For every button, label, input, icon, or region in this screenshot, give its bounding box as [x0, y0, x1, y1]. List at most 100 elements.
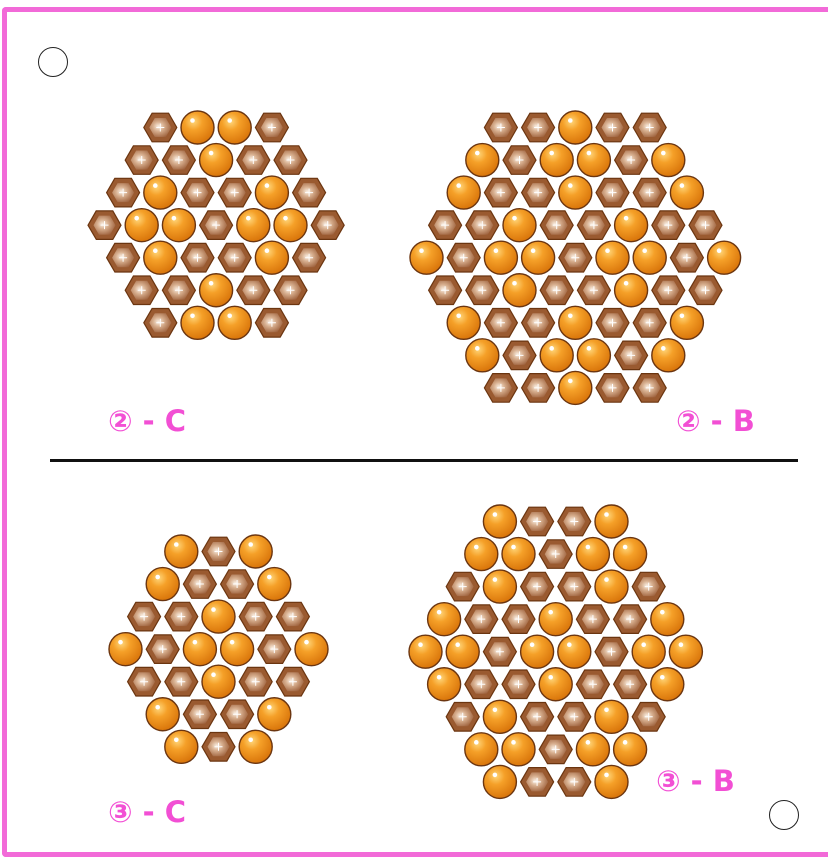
brown-hex-bead — [558, 507, 591, 536]
orange-round-bead — [652, 144, 685, 177]
brown-hex-bead — [539, 540, 572, 569]
orange-round-bead — [539, 668, 572, 701]
brown-hex-bead — [558, 768, 591, 797]
brown-hex-bead — [162, 276, 195, 305]
brown-hex-bead — [144, 113, 177, 142]
brown-hex-bead — [633, 178, 666, 207]
orange-round-bead — [559, 111, 592, 144]
orange-round-bead — [146, 568, 179, 601]
orange-round-bead — [428, 603, 461, 636]
orange-round-bead — [614, 733, 647, 766]
orange-round-bead — [670, 176, 703, 209]
orange-round-bead — [165, 535, 198, 568]
orange-round-bead — [559, 306, 592, 339]
bead-pattern-2b — [408, 109, 742, 409]
orange-round-bead — [633, 241, 666, 274]
brown-hex-bead — [689, 211, 722, 240]
brown-hex-bead — [465, 670, 498, 699]
brown-hex-bead — [465, 605, 498, 634]
orange-round-bead — [596, 241, 629, 274]
brown-hex-bead — [255, 113, 288, 142]
orange-round-bead — [218, 306, 251, 339]
orange-round-bead — [595, 570, 628, 603]
brown-hex-bead — [239, 667, 272, 696]
brown-hex-bead — [165, 602, 198, 631]
brown-hex-bead — [446, 572, 479, 601]
brown-hex-bead — [221, 700, 254, 729]
orange-round-bead — [255, 241, 288, 274]
orange-round-bead — [615, 209, 648, 242]
brown-hex-bead — [483, 637, 516, 666]
orange-round-bead — [200, 274, 233, 307]
brown-hex-bead — [183, 700, 216, 729]
brown-hex-bead — [183, 570, 216, 599]
orange-round-bead — [615, 274, 648, 307]
brown-hex-bead — [633, 374, 666, 403]
brown-hex-bead — [521, 703, 554, 732]
brown-hex-bead — [128, 667, 161, 696]
brown-hex-bead — [521, 572, 554, 601]
orange-round-bead — [652, 339, 685, 372]
orange-round-bead — [502, 538, 535, 571]
orange-round-bead — [181, 111, 214, 144]
orange-round-bead — [576, 733, 609, 766]
pattern-label-2c: ② - C — [108, 404, 186, 438]
brown-hex-bead — [521, 507, 554, 536]
orange-round-bead — [410, 241, 443, 274]
orange-round-bead — [447, 306, 480, 339]
pattern-label-2b: ② - B — [676, 404, 755, 438]
brown-hex-bead — [181, 178, 214, 207]
orange-round-bead — [447, 176, 480, 209]
orange-round-bead — [708, 241, 741, 274]
orange-round-bead — [540, 144, 573, 177]
orange-round-bead — [577, 144, 610, 177]
brown-hex-bead — [670, 243, 703, 272]
orange-round-bead — [146, 698, 179, 731]
orange-round-bead — [540, 339, 573, 372]
brown-hex-bead — [632, 703, 665, 732]
brown-hex-bead — [466, 276, 499, 305]
brown-hex-bead — [293, 178, 326, 207]
orange-round-bead — [595, 765, 628, 798]
orange-round-bead — [502, 733, 535, 766]
orange-round-bead — [483, 505, 516, 538]
brown-hex-bead — [484, 374, 517, 403]
brown-hex-bead — [689, 276, 722, 305]
orange-round-bead — [255, 176, 288, 209]
orange-round-bead — [144, 176, 177, 209]
brown-hex-bead — [125, 276, 158, 305]
orange-round-bead — [559, 176, 592, 209]
brown-hex-bead — [447, 243, 480, 272]
brown-hex-bead — [165, 667, 198, 696]
orange-round-bead — [651, 603, 684, 636]
brown-hex-bead — [274, 276, 307, 305]
orange-round-bead — [125, 209, 158, 242]
orange-round-bead — [237, 209, 270, 242]
orange-round-bead — [465, 538, 498, 571]
brown-hex-bead — [503, 341, 536, 370]
orange-round-bead — [632, 635, 665, 668]
brown-hex-bead — [258, 635, 291, 664]
brown-hex-bead — [484, 309, 517, 338]
orange-round-bead — [218, 111, 251, 144]
brown-hex-bead — [652, 211, 685, 240]
brown-hex-bead — [125, 146, 158, 175]
orange-round-bead — [466, 144, 499, 177]
orange-round-bead — [202, 600, 235, 633]
section-divider — [50, 459, 798, 462]
punch-hole-bottom-right — [769, 800, 799, 830]
orange-round-bead — [577, 339, 610, 372]
brown-hex-bead — [522, 113, 555, 142]
brown-hex-bead — [221, 570, 254, 599]
orange-round-bead — [258, 568, 291, 601]
brown-hex-bead — [239, 602, 272, 631]
orange-round-bead — [409, 635, 442, 668]
orange-round-bead — [595, 700, 628, 733]
brown-hex-bead — [558, 572, 591, 601]
orange-round-bead — [576, 538, 609, 571]
brown-hex-bead — [614, 670, 647, 699]
orange-round-bead — [503, 274, 536, 307]
brown-hex-bead — [615, 146, 648, 175]
brown-hex-bead — [484, 113, 517, 142]
orange-round-bead — [539, 603, 572, 636]
